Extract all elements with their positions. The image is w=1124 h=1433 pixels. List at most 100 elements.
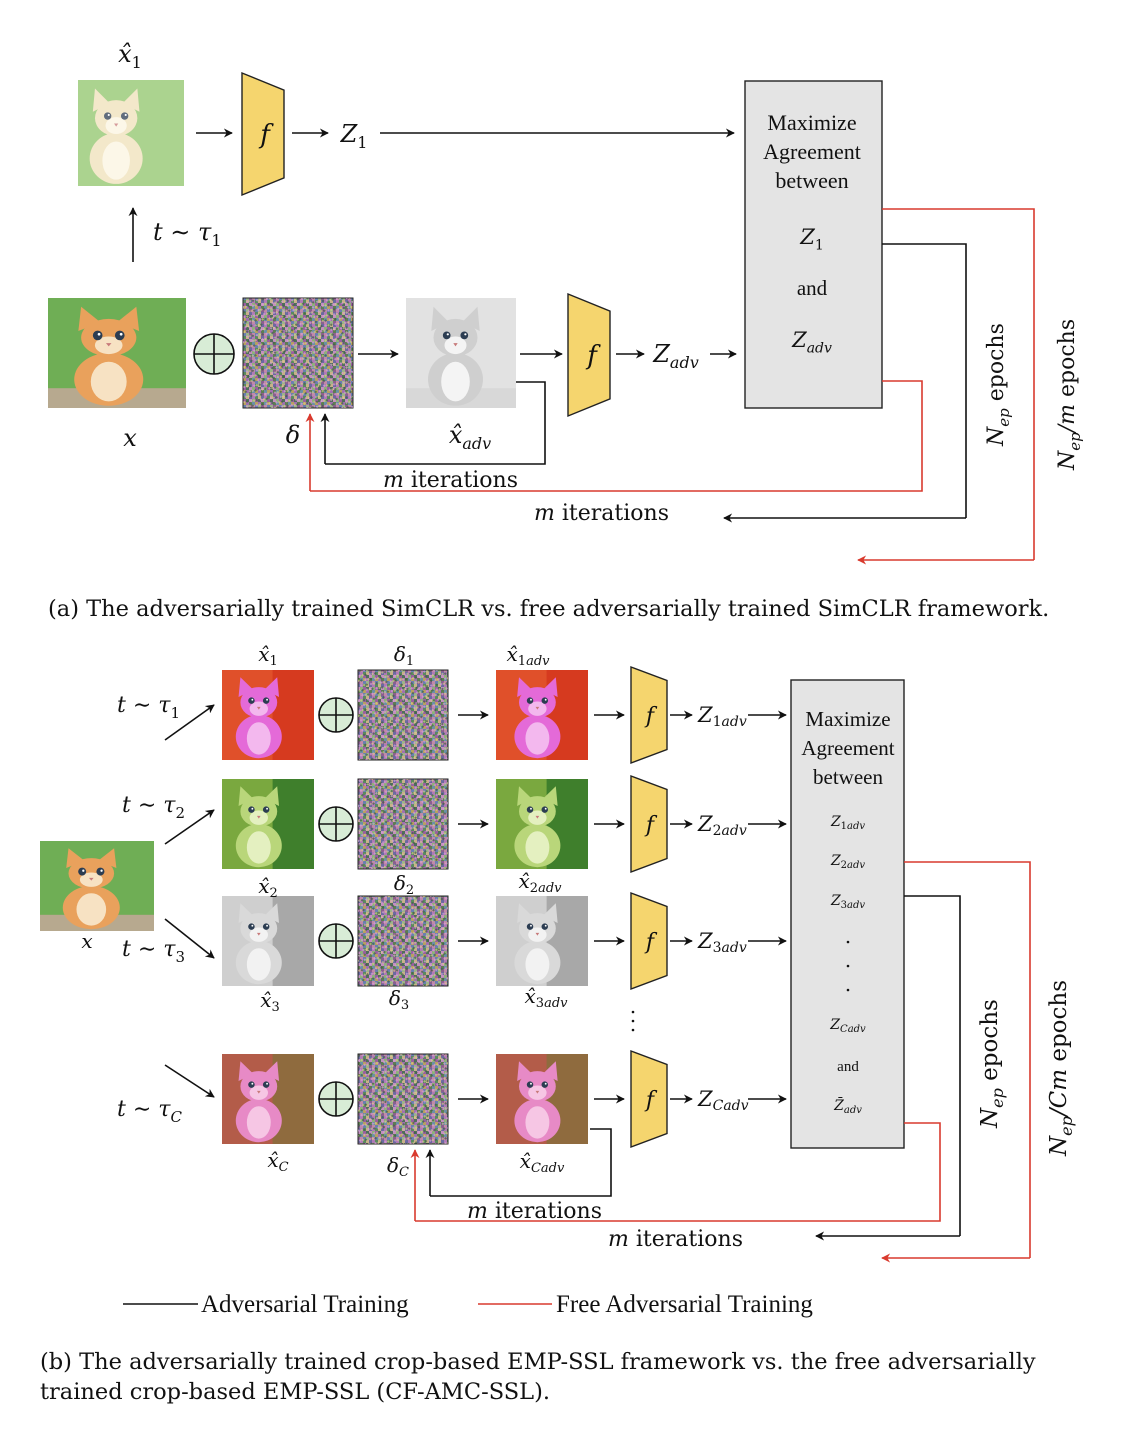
- b-epochs-red: Nep/Cm epochs: [1046, 980, 1076, 1157]
- a-z1-label: Z1: [340, 120, 368, 152]
- b-kitten-x: [40, 841, 154, 931]
- a-box-zadv: Zadv: [791, 328, 832, 356]
- b-aug-arrow-3: [164, 918, 215, 959]
- a-kitten-x-ear-left: [78, 306, 101, 331]
- b-xadvC: x̂Cadv: [520, 1149, 565, 1176]
- b-xhatC: x̂C: [267, 1148, 288, 1175]
- b-adv-3-nose: [535, 932, 540, 936]
- b-adv-1-eye-right: [541, 697, 548, 704]
- b-adv-1: [496, 670, 588, 760]
- b-x-label: x: [81, 929, 92, 953]
- b-box-line2: Agreement: [801, 736, 894, 760]
- b-outer-iter: m iterations: [608, 1227, 743, 1252]
- b-crop-2-chest: [246, 831, 271, 864]
- a-kitten-x-nose: [105, 343, 112, 347]
- b-crop-3-chest: [246, 948, 271, 981]
- b-box-line1: Maximize: [805, 707, 890, 731]
- b-adv-2-nose: [535, 815, 540, 819]
- b-crop-4-glint-left: [251, 1082, 254, 1085]
- b-box-dots-2: [846, 988, 850, 992]
- a-loop-inner-line: [325, 381, 546, 465]
- b-adv-3-ear-right: [542, 903, 558, 923]
- b-crop-2-ear-left: [238, 786, 254, 806]
- a-kitten-adv-ear-right: [462, 306, 480, 331]
- a-kitten-x-eye-right: [114, 330, 125, 341]
- b-red-outer-line: [904, 861, 1031, 1258]
- a-encoder-top: [241, 71, 285, 197]
- b-adv-1-ear-left: [517, 677, 532, 697]
- b-box-line3: between: [813, 765, 883, 789]
- b-crop-1-ear-right: [264, 677, 280, 697]
- b-z-4: ZCadv: [697, 1087, 749, 1114]
- b-t-tau-4: t ∼ τC: [117, 1097, 182, 1126]
- b-adv-1-ear-right: [542, 677, 558, 697]
- b-box-and: and: [837, 1059, 859, 1075]
- a-x-label: x: [123, 424, 137, 452]
- b-xadv2: x̂2adv: [519, 869, 563, 896]
- legend-black-label: Adversarial Training: [201, 1291, 409, 1318]
- b-crop-2-glint-right: [266, 807, 268, 810]
- a-kitten-crop-ear-left: [92, 88, 110, 112]
- b-adv-4-eye-left: [526, 1081, 534, 1088]
- b-adv-3-chest: [525, 948, 550, 981]
- b-crop-3-eye-right: [262, 923, 270, 930]
- b-noise-4-overlay: [358, 1054, 448, 1144]
- b-noise-3-overlay: [358, 896, 448, 986]
- b-adv-3: [496, 896, 588, 986]
- b-xhat2: x̂2: [258, 874, 278, 901]
- b-epochs-black: Nep epochs: [977, 999, 1007, 1129]
- b-adv-2-ear-right: [542, 786, 558, 806]
- b-caption-line1: (b) The adversarially trained crop-based…: [40, 1349, 1036, 1375]
- b-vdots-0: [631, 1010, 635, 1014]
- a-epochs-red: Nep/m epochs: [1055, 319, 1084, 471]
- b-adv-3-glint-left: [530, 924, 532, 927]
- b-box-zbar: Z̄adv: [833, 1096, 862, 1116]
- b-adv-2-ear-left: [517, 786, 532, 806]
- b-vdots-2: [631, 1028, 635, 1032]
- a-kitten-adv-glint-left: [446, 333, 449, 336]
- a-kitten-adv-glint-right: [464, 333, 467, 336]
- b-adv-1-glint-left: [530, 698, 532, 701]
- b-crop-1-nose: [256, 706, 261, 710]
- a-delta-label: δ: [286, 421, 300, 449]
- a-delta-noise-overlay: [243, 298, 353, 408]
- b-kitten-x-chest: [76, 893, 107, 926]
- a-box-line2: Agreement: [763, 139, 861, 164]
- b-encoder-1: [630, 665, 668, 765]
- b-crop-4-nose: [256, 1090, 261, 1094]
- a-t-tau1: t ∼ τ1: [153, 218, 222, 250]
- b-t-tau-3: t ∼ τ3: [122, 937, 185, 966]
- b-xadv1: x̂1adv: [507, 642, 551, 669]
- b-red-loop-line: [415, 1122, 941, 1222]
- b-box-dots-0: [846, 940, 850, 944]
- a-kitten-x: [48, 298, 186, 408]
- b-crop-4-chest: [246, 1106, 271, 1139]
- b-adv-4-ear-right: [542, 1061, 558, 1081]
- b-encoder-4: [630, 1049, 668, 1149]
- b-crop-1-eye-right: [262, 697, 270, 704]
- b-box-z3: Z3adv: [830, 893, 865, 911]
- b-adv-4-glint-left: [530, 1082, 532, 1085]
- b-box-z2: Z2adv: [830, 853, 865, 871]
- b-crop-3-eye-left: [248, 923, 255, 930]
- b-adv-4-nose: [535, 1090, 540, 1094]
- b-loop-inner-line: [430, 1128, 612, 1197]
- b-noise-2-overlay: [358, 779, 448, 869]
- a-box-line3: between: [775, 168, 848, 193]
- a-kitten-adv-ear-left: [431, 306, 449, 331]
- a-kitten-crop-eye-left: [103, 112, 112, 120]
- a-red-outer-line: [882, 208, 1035, 560]
- b-box-dots-1: [846, 964, 850, 968]
- a-kitten-adv: [406, 298, 516, 408]
- b-adv-4: [496, 1054, 588, 1144]
- b-adv-2-eye-left: [526, 806, 534, 813]
- b-adv-3-glint-right: [544, 924, 547, 927]
- b-crop-3-ear-left: [238, 903, 254, 923]
- b-adv-1-nose: [535, 706, 540, 710]
- a-red-loop-line: [310, 380, 923, 492]
- b-caption-line2: trained crop-based EMP-SSL (CF-AMC-SSL).: [40, 1379, 550, 1405]
- b-crop-4-eye-right: [262, 1081, 270, 1088]
- a-xadv-label: x̂adv: [449, 421, 491, 453]
